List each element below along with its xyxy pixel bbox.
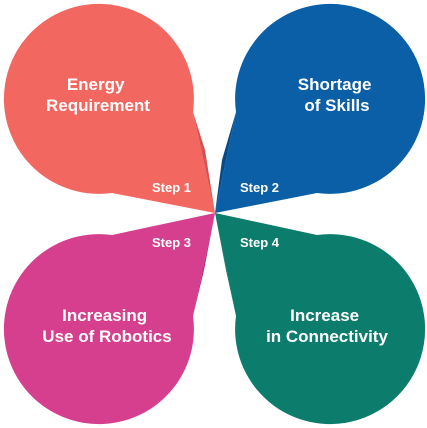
step-3-label: Step 3 bbox=[152, 235, 191, 250]
petal-step-1-fold bbox=[193, 112, 215, 213]
petal-step-4-title-line-2: in Connectivity bbox=[266, 327, 388, 346]
petal-step-3-shape bbox=[3, 213, 215, 425]
step-2-label: Step 2 bbox=[240, 180, 279, 195]
petal-step-4 bbox=[215, 213, 426, 425]
petal-step-4-fold bbox=[215, 213, 236, 316]
petal-step-1-title-line-1: Energy bbox=[67, 75, 125, 94]
petal-step-2-shape bbox=[215, 3, 426, 213]
petal-step-2-title-line-1: Shortage bbox=[298, 75, 372, 94]
petal-step-3-title-line-1: Increasing bbox=[62, 306, 147, 325]
petal-step-2-title: Shortage of Skills bbox=[298, 75, 376, 115]
petal-step-2-title-line-2: of Skills bbox=[304, 96, 369, 115]
petal-step-1-title-line-2: Requirement bbox=[46, 96, 150, 115]
petal-step-1-title: Energy Requirement bbox=[46, 75, 150, 115]
petal-step-2 bbox=[215, 3, 426, 213]
petal-step-3-title: Increasing Use of Robotics bbox=[42, 306, 171, 346]
petal-step-4-title-line-1: Increase bbox=[290, 306, 359, 325]
petal-step-3-title-line-2: Use of Robotics bbox=[42, 327, 171, 346]
petal-step-2-fold bbox=[215, 112, 236, 213]
petal-step-4-title: Increase in Connectivity bbox=[266, 306, 388, 346]
petal-step-1 bbox=[3, 3, 215, 213]
step-1-label: Step 1 bbox=[152, 180, 191, 195]
petal-step-4-shape bbox=[215, 213, 426, 425]
petal-step-3 bbox=[3, 213, 215, 425]
petal-step-1-shape bbox=[3, 3, 215, 213]
petal-step-3-fold bbox=[193, 213, 215, 316]
step-4-label: Step 4 bbox=[240, 235, 280, 250]
